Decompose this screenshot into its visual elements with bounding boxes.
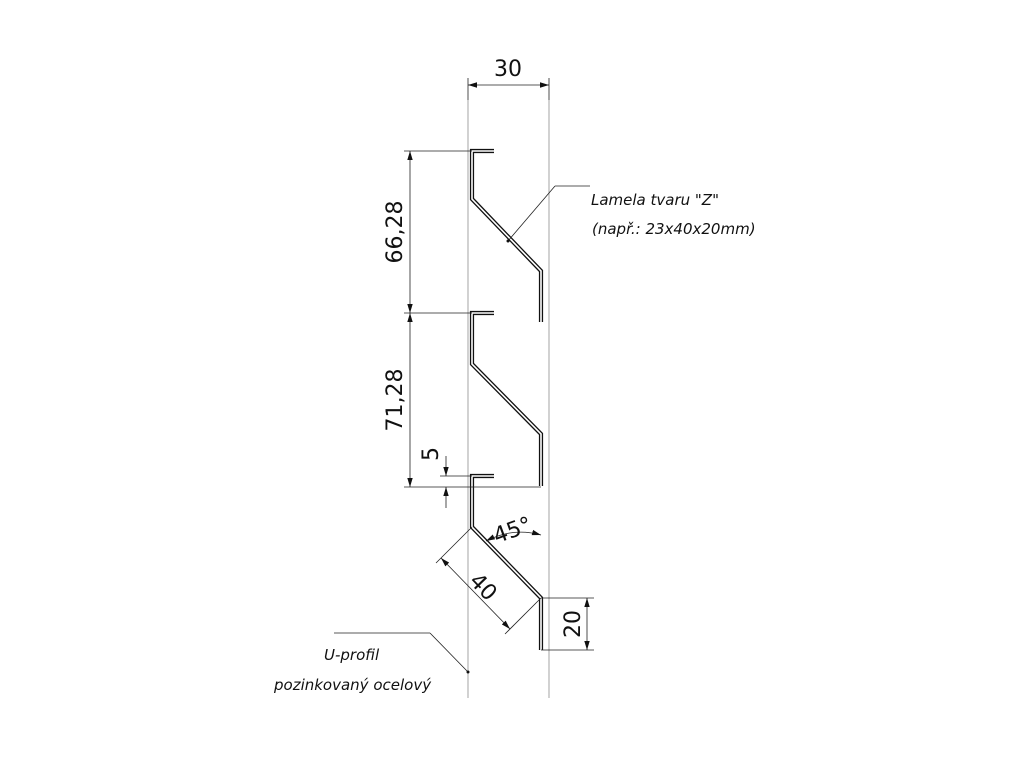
profile-leader [334, 632, 470, 674]
z-slat-top [469, 148, 544, 322]
lip-dimension: 20 [541, 597, 594, 651]
z-slat-bottom [469, 473, 544, 650]
slat-length-label: 40 [464, 569, 501, 607]
width-dimension: 30 [467, 57, 550, 100]
slat-name-label: Lamela tvaru "Z" [591, 191, 719, 209]
lip-label: 20 [561, 610, 586, 638]
pitch-top-label: 66,28 [383, 201, 408, 264]
angle-dimension: 45° [485, 512, 542, 549]
profile-material-label: pozinkovaný ocelový [273, 676, 432, 694]
pitch-middle-label: 71,28 [383, 369, 408, 432]
angle-label: 45° [490, 512, 535, 549]
slat-example-label: (např.: 23x40x20mm) [592, 220, 756, 238]
slat-leader [506, 185, 590, 243]
gap-label: 5 [419, 447, 444, 461]
z-slat-middle [469, 310, 544, 486]
pitch-dimensions: 66,28 71,28 [383, 150, 541, 488]
width-label: 30 [494, 57, 522, 82]
gap-dimension: 5 [419, 447, 472, 508]
profile-name-label: U-profil [324, 646, 380, 664]
